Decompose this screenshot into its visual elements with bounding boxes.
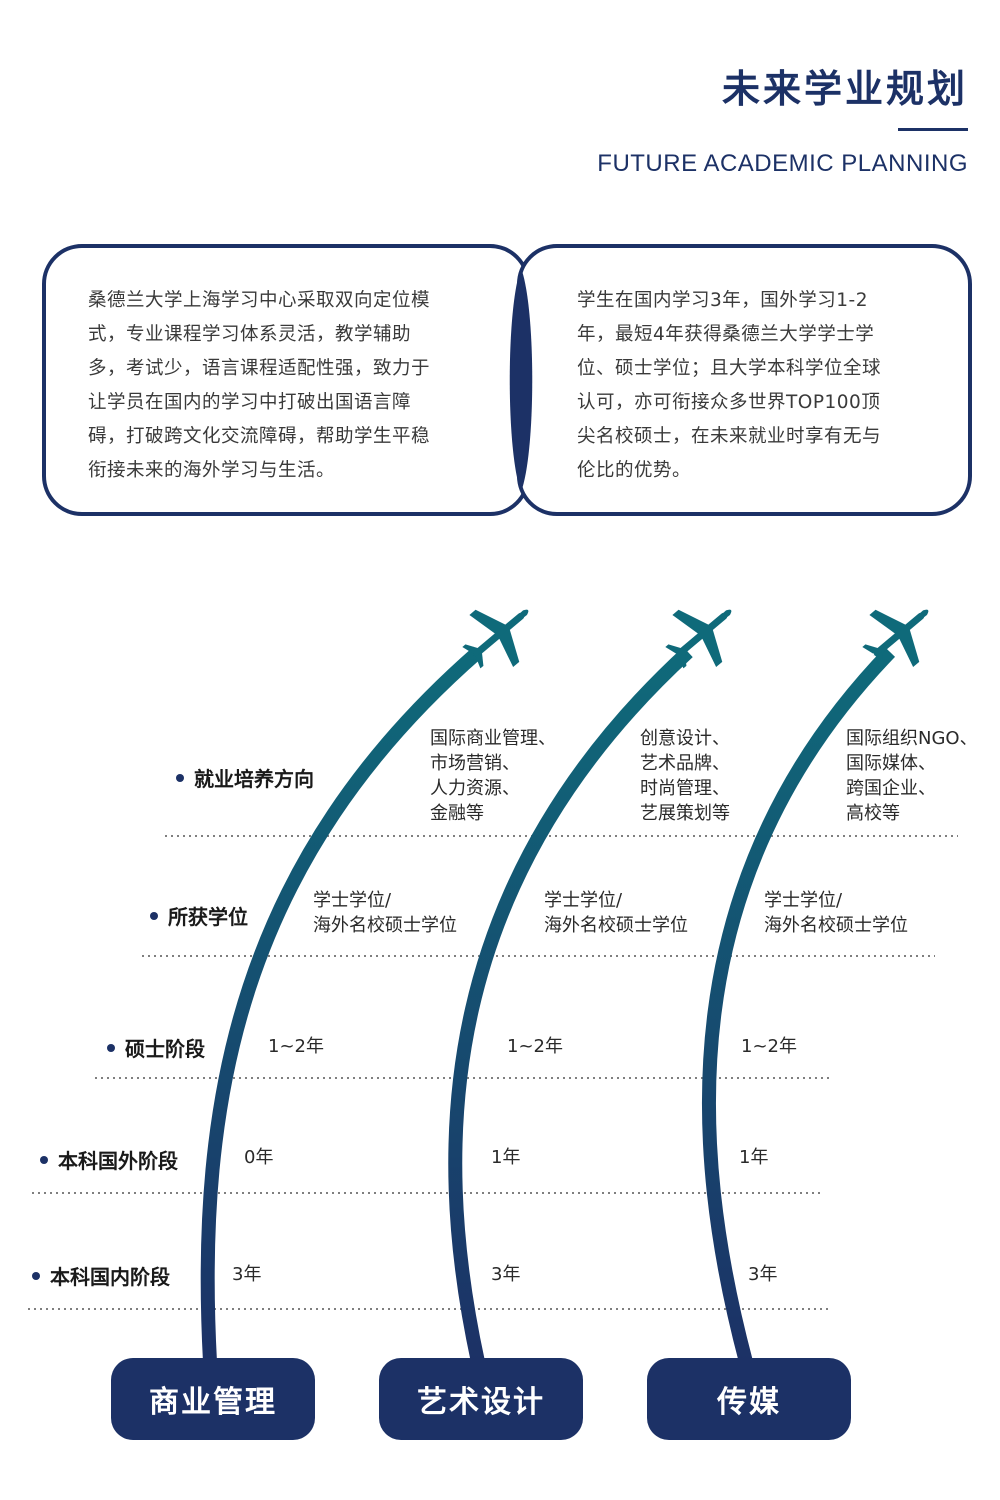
career-media: 国际组织NGO、 国际媒体、 跨国企业、 高校等 — [846, 728, 978, 824]
page-title: 未来学业规划 — [721, 67, 968, 111]
degree-media: 学士学位/ 海外名校硕士学位 — [764, 890, 908, 936]
box-connector — [509, 268, 533, 492]
intro-left-text: 桑德兰大学上海学习中心采取双向定位模 式，专业课程学习体系灵活，教学辅助 多，考… — [88, 290, 431, 481]
degree-art: 学士学位/ 海外名校硕士学位 — [544, 890, 688, 936]
track-button-media[interactable]: 传媒 — [647, 1358, 851, 1440]
row-label-master: 硕士阶段 — [107, 1033, 205, 1062]
row-label-overseas: 本科国外阶段 — [40, 1145, 178, 1174]
intro-right-text: 学生在国内学习3年，国外学习1-2 年，最短4年获得桑德兰大学学士学 位、硕士学… — [577, 290, 882, 481]
overseas-art: 1年 — [491, 1147, 521, 1168]
overseas-media: 1年 — [739, 1147, 769, 1168]
trail-art — [448, 646, 693, 1364]
degree-business: 学士学位/ 海外名校硕士学位 — [313, 890, 457, 936]
trail-business — [200, 646, 483, 1363]
row-label-degree: 所获学位 — [150, 901, 248, 930]
domestic-media: 3年 — [748, 1264, 778, 1285]
master-art: 1~2年 — [507, 1036, 563, 1057]
intro-box-left: 桑德兰大学上海学习中心采取双向定位模 式，专业课程学习体系灵活，教学辅助 多，考… — [42, 244, 530, 516]
page-subtitle: FUTURE ACADEMIC PLANNING — [597, 150, 968, 177]
master-media: 1~2年 — [741, 1036, 797, 1057]
career-business: 国际商业管理、 市场营销、 人力资源、 金融等 — [430, 728, 556, 824]
track-button-business[interactable]: 商业管理 — [111, 1358, 315, 1440]
career-art: 创意设计、 艺术品牌、 时尚管理、 艺展策划等 — [640, 728, 730, 824]
track-button-art[interactable]: 艺术设计 — [379, 1358, 583, 1440]
domestic-art: 3年 — [491, 1264, 521, 1285]
title-underline — [898, 128, 968, 131]
intro-box-right: 学生在国内学习3年，国外学习1-2 年，最短4年获得桑德兰大学学士学 位、硕士学… — [517, 244, 972, 516]
bullet-dot — [176, 773, 184, 782]
bullet-dot — [150, 911, 158, 920]
row-label-domestic: 本科国内阶段 — [32, 1261, 170, 1290]
row-label-career: 就业培养方向 — [176, 763, 314, 792]
bullet-dot — [40, 1155, 48, 1164]
bullet-dot — [32, 1271, 40, 1280]
trail-media — [701, 647, 896, 1364]
master-business: 1~2年 — [268, 1036, 324, 1057]
overseas-business: 0年 — [244, 1147, 274, 1168]
domestic-business: 3年 — [232, 1264, 262, 1285]
bullet-dot — [107, 1043, 115, 1052]
airplane-icon — [849, 584, 950, 684]
